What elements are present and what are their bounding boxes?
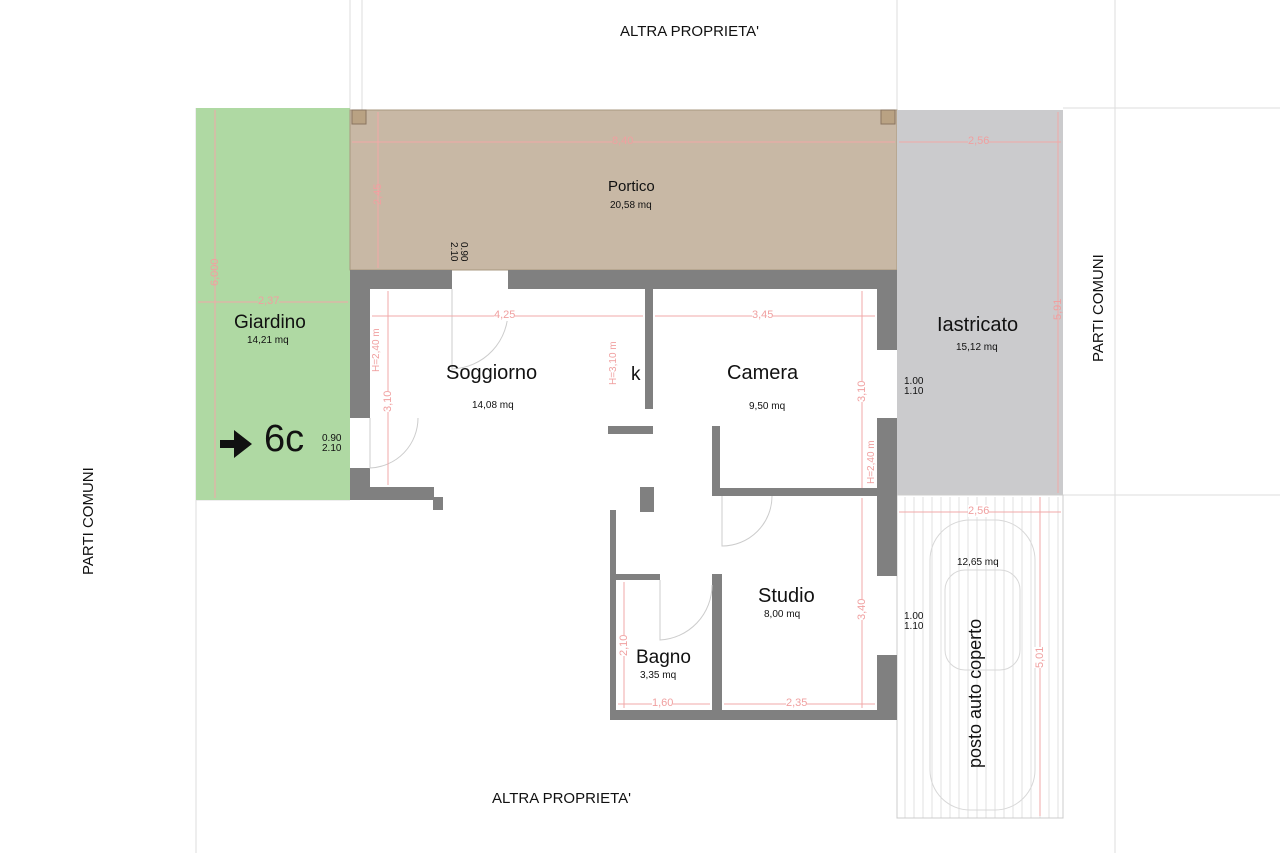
room-camera-name: Camera (727, 362, 799, 384)
room-bagno-area: 3,35 mq (640, 670, 677, 681)
dim-studio-w: 2,35 (786, 697, 808, 709)
window-studio-width: 1.00 (904, 611, 924, 622)
room-soggiorno-area: 14,08 mq (472, 400, 514, 411)
dim-posto-h: 5,01 (1034, 646, 1046, 668)
door-swings (369, 289, 773, 641)
unit-label: 6c (264, 418, 305, 460)
room-posto-auto-area: 12,65 mq (957, 557, 999, 568)
dim-soggiorno-w: 4,25 (494, 309, 516, 321)
room-giardino-name: Giardino (234, 312, 306, 333)
room-kitchen-label: k (631, 364, 641, 385)
dim-posto-w: 2,56 (968, 505, 990, 517)
room-camera-area: 9,50 mq (749, 401, 786, 412)
iastricato-area (897, 110, 1063, 495)
room-soggiorno-name: Soggiorno (446, 362, 538, 384)
window-camera-height: 1.10 (904, 386, 924, 397)
walls (350, 270, 897, 720)
dim-iastricato-h: 5,91 (1052, 298, 1064, 320)
room-studio-name: Studio (758, 585, 815, 607)
entry-height: 2.10 (322, 443, 342, 454)
entrance-arrow-icon (220, 430, 252, 458)
entry-width: 0.90 (322, 433, 342, 444)
dim-camera-height: H=2,40 m (866, 440, 877, 484)
boundary-bottom: ALTRA PROPRIETA' (492, 790, 632, 807)
boundary-right: PARTI COMUNI (1090, 254, 1107, 362)
room-portico-area: 20,58 mq (610, 200, 652, 211)
boundary-top: ALTRA PROPRIETA' (620, 23, 760, 40)
room-portico-name: Portico (608, 178, 655, 195)
room-posto-auto-name: posto auto coperto (965, 618, 985, 768)
pillar (351, 109, 367, 125)
portico-door-width: 0.90 (458, 242, 469, 262)
dim-kitchen-height: H=3,10 m (608, 341, 619, 385)
portico-door-height: 2.10 (448, 242, 459, 262)
dim-iastricato-w: 2,56 (968, 135, 990, 147)
dim-giardino-h: 6,000 (209, 258, 221, 286)
room-studio-area: 8,00 mq (764, 609, 801, 620)
pillar (880, 109, 896, 125)
dim-camera-w: 3,45 (752, 309, 774, 321)
window-studio-height: 1.10 (904, 621, 924, 632)
dim-studio-h: 3,40 (856, 598, 868, 620)
dim-camera-h: 3,10 (856, 380, 868, 402)
dim-giardino-w: 2,37 (258, 295, 280, 307)
room-bagno-name: Bagno (636, 647, 691, 668)
room-iastricato-name: Iastricato (937, 314, 1019, 336)
dim-bagno-h: 2,10 (618, 634, 630, 656)
dim-soggiorno-height: H=2,40 m (371, 328, 382, 372)
dim-portico-w: 8,40 (612, 135, 634, 147)
dim-soggiorno-h: 3,10 (382, 390, 394, 412)
dim-portico-h: 2,45 (372, 183, 384, 205)
room-iastricato-area: 15,12 mq (956, 342, 998, 353)
boundary-left: PARTI COMUNI (80, 467, 97, 575)
window-camera-width: 1.00 (904, 376, 924, 387)
room-giardino-area: 14,21 mq (247, 335, 289, 346)
dim-bagno-w: 1,60 (652, 697, 674, 709)
